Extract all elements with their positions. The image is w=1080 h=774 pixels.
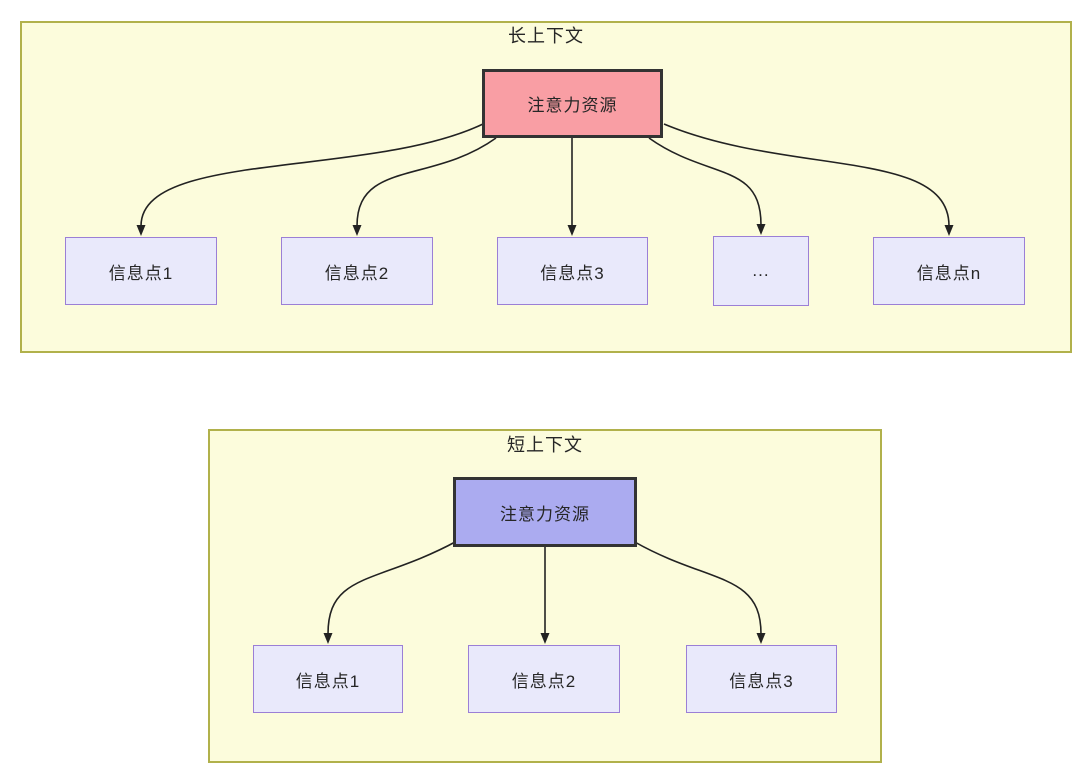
short-info-point-3-node: 信息点3	[686, 645, 837, 713]
long-info-point-1-node: 信息点1	[65, 237, 217, 305]
short-context-title: 短上下文	[507, 435, 583, 455]
long-attention-resource-node: 注意力资源	[482, 69, 663, 138]
short-info-point-2-node: 信息点2	[468, 645, 620, 713]
long-info-point-ellipsis-node: ...	[713, 236, 809, 306]
short-info-point-1-node: 信息点1	[253, 645, 403, 713]
long-info-point-2-node: 信息点2	[281, 237, 433, 305]
long-info-point-n-node: 信息点n	[873, 237, 1025, 305]
short-attention-resource-node: 注意力资源	[453, 477, 637, 547]
long-context-title: 长上下文	[508, 26, 584, 46]
long-info-point-3-node: 信息点3	[497, 237, 648, 305]
